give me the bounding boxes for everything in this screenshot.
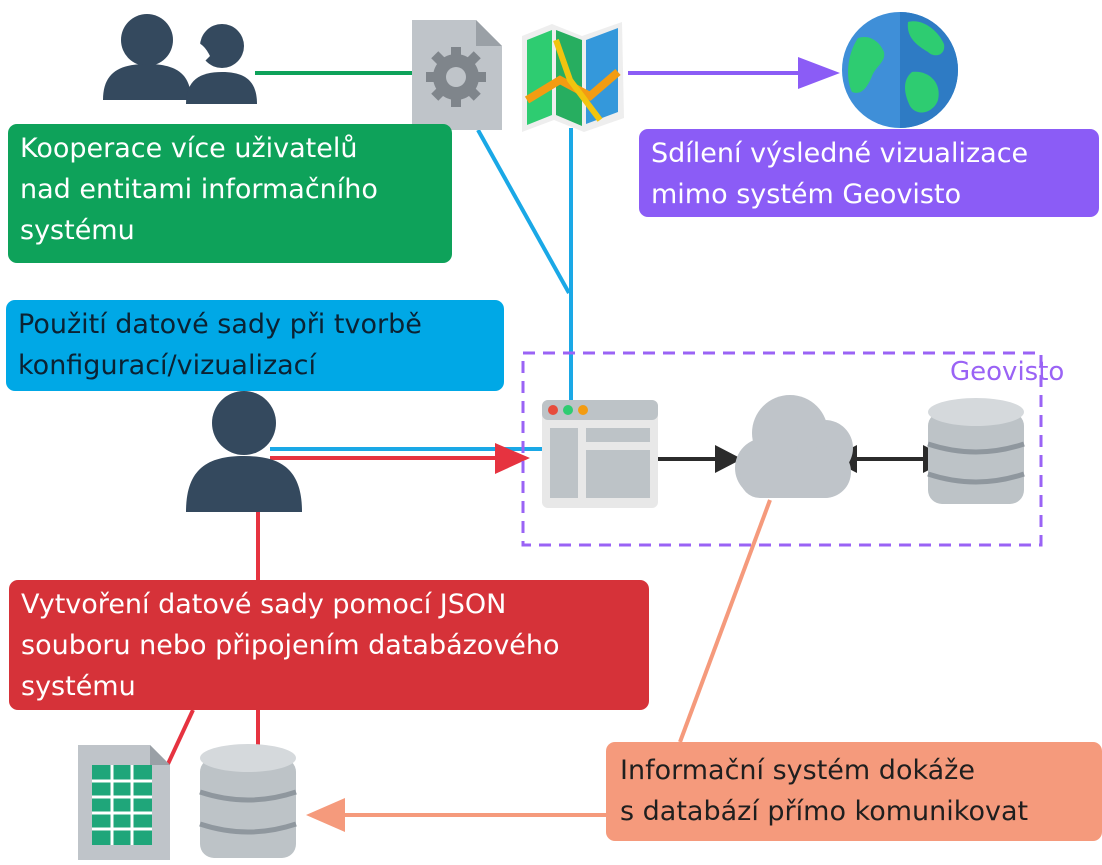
- cooperation-line-2: nad entitami informačního: [20, 174, 378, 205]
- globe-icon: [842, 12, 958, 128]
- sharing-box: Sdílení výsledné vizualizace mimo systém…: [639, 129, 1099, 217]
- browser-window-icon: [542, 400, 658, 508]
- direct-db-line-2: s databází přímo komunikovat: [620, 796, 1029, 827]
- user-icon: [186, 391, 302, 512]
- dataset-creation-line-1: Vytvoření datové sady pomocí JSON: [21, 589, 507, 620]
- direct-db-line-1: Informační systém dokáže: [620, 755, 975, 786]
- salmon-arrowhead: [306, 798, 345, 832]
- red-arrowhead: [495, 443, 530, 474]
- database-icon: [927, 398, 1025, 504]
- geovisto-label: Geovisto: [950, 357, 1065, 387]
- dataset-usage-line-2: konfigurací/vizualizací: [18, 350, 317, 381]
- dataset-creation-box: Vytvoření datové sady pomocí JSON soubor…: [9, 580, 649, 710]
- dataset-usage-line-1: Použití datové sady při tvorbě: [18, 309, 422, 340]
- dataset-creation-line-3: systému: [21, 671, 136, 702]
- cooperation-box: Kooperace více uživatelů nad entitami in…: [8, 124, 452, 263]
- sharing-line-2: mimo systém Geovisto: [651, 179, 962, 210]
- database-icon-local: [199, 744, 297, 858]
- users-group-icon: [103, 14, 257, 104]
- dataset-usage-box: Použití datové sady při tvorbě konfigura…: [6, 300, 504, 391]
- salmon-connector-cloud: [678, 499, 772, 743]
- direct-db-box: Informační systém dokáže s databází přím…: [606, 742, 1102, 841]
- purple-arrowhead: [798, 57, 840, 89]
- map-icon: [522, 22, 624, 132]
- cooperation-line-1: Kooperace více uživatelů: [20, 133, 358, 164]
- sharing-line-1: Sdílení výsledné vizualizace: [651, 138, 1029, 169]
- blue-connector-settings: [476, 129, 571, 294]
- cloud-icon: [735, 395, 853, 498]
- red-connector-file: [165, 709, 195, 767]
- cooperation-line-3: systému: [20, 215, 135, 246]
- settings-file-icon: [412, 20, 502, 130]
- geovisto-frame: [521, 351, 1043, 547]
- dataset-creation-line-2: souboru nebo připojením databázového: [21, 630, 560, 661]
- spreadsheet-file-icon: [78, 745, 170, 860]
